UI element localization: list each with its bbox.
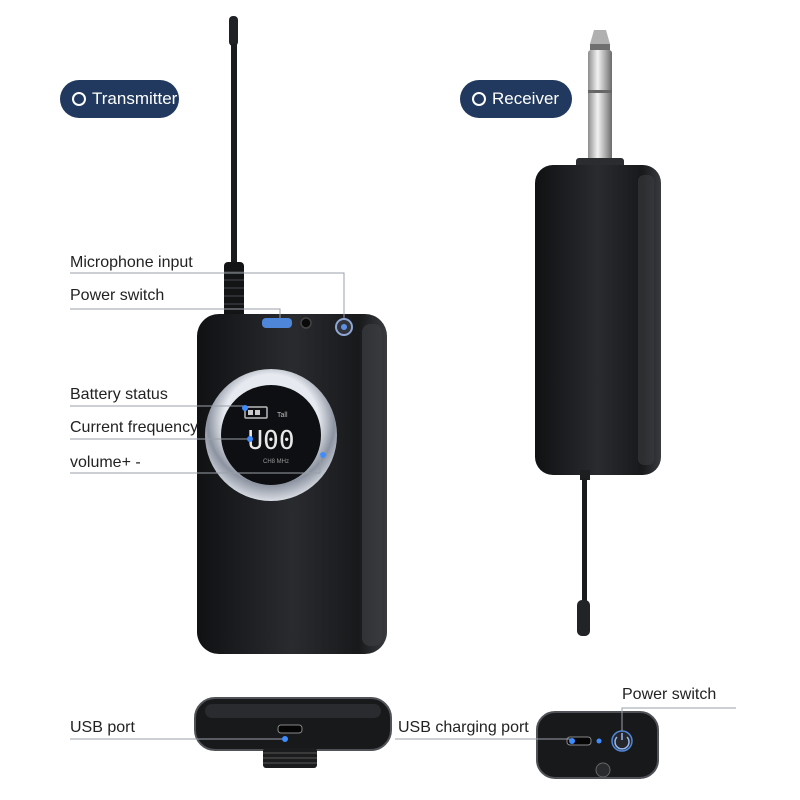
frequency-unit: CH8 MHz [263, 459, 289, 465]
label-power-switch-transmitter: Power switch [70, 287, 165, 304]
receiver-badge: Receiver [460, 80, 572, 118]
receiver-body [535, 165, 661, 636]
circle-icon [72, 92, 86, 106]
callout-lines-bottom [70, 707, 736, 740]
frequency-readout: U00 [248, 426, 295, 456]
label-volume: volume+ - [70, 454, 141, 471]
label-current-frequency: Current frequency [70, 419, 199, 436]
transmitter-antenna [224, 16, 244, 320]
label-usb-charging-port: USB charging port [398, 719, 529, 736]
label-battery-status: Battery status [70, 386, 168, 403]
transmitter-display: Tall U00 CH8 MHz [205, 369, 337, 501]
callout-lines-transmitter [70, 272, 345, 474]
label-usb-port: USB port [70, 719, 135, 736]
transmitter-bottom-view [194, 697, 392, 768]
transmitter-badge: Transmitter [60, 80, 179, 118]
svg-text:Tall: Tall [277, 412, 288, 419]
label-microphone-input: Microphone input [70, 254, 193, 271]
label-power-switch-receiver: Power switch [622, 686, 717, 703]
receiver-plug [576, 30, 624, 168]
receiver-bottom-view [536, 711, 659, 779]
transmitter-badge-label: Transmitter [92, 89, 178, 108]
receiver-badge-label: Receiver [492, 89, 560, 108]
circle-icon [472, 92, 486, 106]
